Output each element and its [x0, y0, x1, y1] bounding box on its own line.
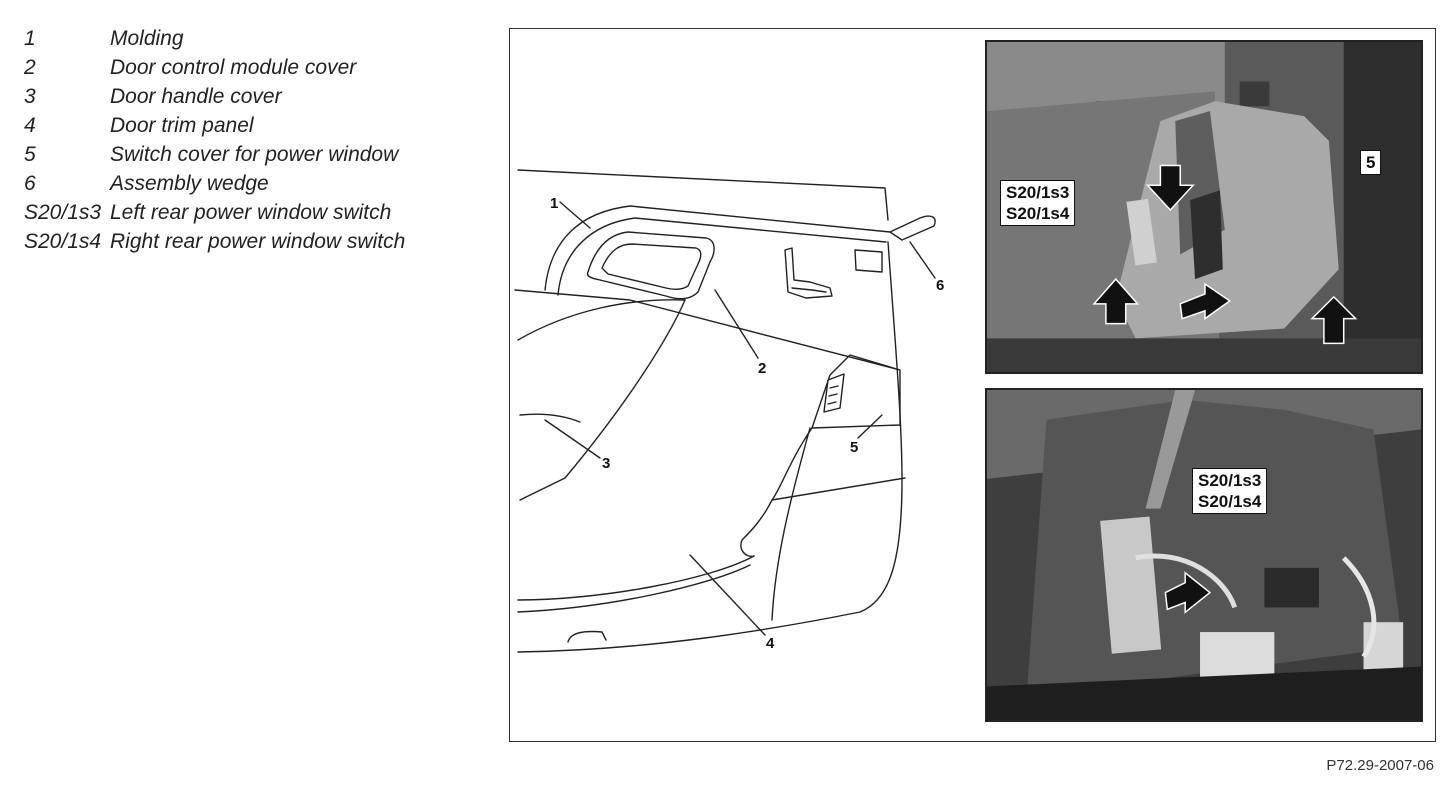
legend-text: Door handle cover [110, 84, 282, 108]
legend-text: Right rear power window switch [110, 229, 406, 253]
leader-2 [714, 289, 759, 359]
handle-recess [586, 231, 715, 300]
legend-row: 5 Switch cover for power window [24, 140, 464, 169]
leader-1 [559, 201, 591, 229]
legend: 1 Molding 2 Door control module cover 3 … [24, 24, 464, 256]
switch-cover-outline [811, 354, 901, 429]
module-cover-line [514, 289, 901, 371]
legend-row: S20/1s3 Left rear power window switch [24, 198, 464, 227]
legend-row: 3 Door handle cover [24, 82, 464, 111]
legend-row: 6 Assembly wedge [24, 169, 464, 198]
lower-pull-left [771, 427, 813, 501]
legend-text: Assembly wedge [110, 171, 269, 195]
legend-row: S20/1s4 Right rear power window switch [24, 227, 464, 256]
lock-button [854, 249, 883, 273]
legend-key: S20/1s4 [24, 229, 102, 253]
door-top-edge [517, 169, 889, 221]
photo-bottom-switch-label: S20/1s3 S20/1s4 [1192, 468, 1268, 514]
door-panel-svg: 1 2 3 4 5 6 [514, 169, 944, 653]
lower-contour-2 [517, 564, 751, 613]
seat-switch [784, 247, 833, 299]
callout-6: 6 [936, 277, 944, 294]
leader-5 [857, 414, 883, 439]
assembly-wedge [889, 215, 936, 241]
seat-switch-detail [791, 287, 827, 293]
legend-key: S20/1s3 [24, 200, 102, 224]
figure-id: P72.29-2007-06 [1326, 757, 1434, 774]
legend-key: 6 [24, 171, 36, 195]
photo-switch-cover-removal [985, 40, 1423, 374]
lower-contour-1 [517, 555, 755, 601]
molding-outline [544, 205, 891, 291]
door-panel-drawing: 1 2 3 4 5 6 [510, 160, 960, 680]
legend-text: Switch cover for power window [110, 142, 399, 166]
door-bottom-edge [517, 611, 861, 653]
door-right-edge [859, 241, 903, 613]
legend-key: 1 [24, 26, 36, 50]
leader-6 [909, 241, 936, 279]
armrest-inner [519, 413, 581, 423]
callout-2: 2 [758, 360, 766, 377]
leader-4 [689, 554, 766, 636]
photo-top-part-label: 5 [1360, 150, 1382, 175]
armrest-curve [519, 299, 686, 501]
photo-top-svg [987, 42, 1421, 372]
callout-1: 1 [550, 195, 558, 212]
photo-bottom-svg [987, 390, 1421, 720]
trim-line [771, 477, 906, 501]
legend-text: Left rear power window switch [110, 200, 392, 224]
legend-row: 4 Door trim panel [24, 111, 464, 140]
photo-switch-disconnect [985, 388, 1423, 722]
window-switch-buttons [827, 385, 839, 405]
legend-text: Door trim panel [110, 113, 254, 137]
window-switch [823, 373, 845, 413]
leader-3 [544, 419, 601, 459]
callout-3: 3 [602, 455, 610, 472]
legend-key: 2 [24, 55, 36, 79]
pull-pocket [740, 499, 773, 557]
legend-text: Door control module cover [110, 55, 357, 79]
legend-text: Molding [110, 26, 184, 50]
legend-key: 4 [24, 113, 36, 137]
callout-4: 4 [766, 635, 775, 652]
lower-pull-right [771, 427, 811, 621]
callout-5: 5 [850, 439, 858, 456]
handle-recess-inner [601, 243, 702, 291]
legend-row: 1 Molding [24, 24, 464, 53]
legend-key: 5 [24, 142, 36, 166]
bottom-clip [567, 630, 607, 643]
armrest-top [517, 299, 686, 341]
photo-top-switch-label: S20/1s3 S20/1s4 [1000, 180, 1076, 226]
molding-inner [557, 217, 887, 296]
legend-row: 2 Door control module cover [24, 53, 464, 82]
legend-key: 3 [24, 84, 36, 108]
